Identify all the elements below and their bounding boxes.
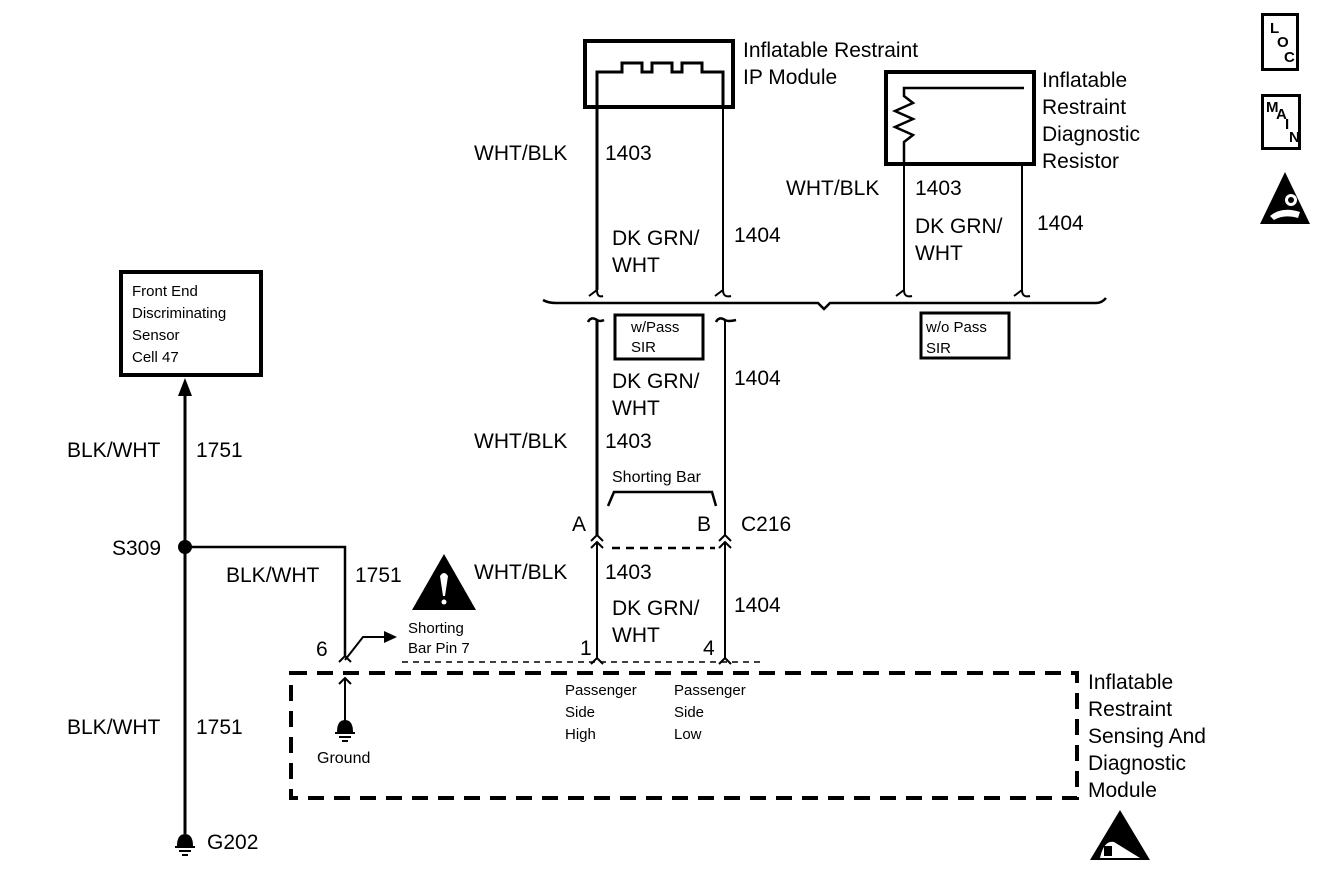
sdm-pin-4-label: 4 — [703, 637, 715, 660]
wire-circuit-ip-1404: 1404 — [734, 224, 781, 247]
sdm-pin-6-label: 6 — [316, 638, 328, 661]
without-pass-sir-label: w/o Pass SIR — [926, 319, 987, 357]
ground-label: Ground — [317, 750, 371, 767]
option-brace — [542, 297, 1107, 311]
c216-pin-a-label: A — [572, 513, 587, 536]
shorting-bar-bracket — [606, 490, 718, 507]
internal-ground-icon — [335, 720, 355, 742]
main-icon-letter-a: A — [1276, 106, 1287, 123]
resistor-symbol — [891, 86, 1024, 164]
shorting-bar-arrow-head — [384, 631, 397, 643]
c216-connector-label: C216 — [741, 513, 792, 536]
location-icon-letter-l: L — [1270, 20, 1280, 37]
main-icon-letter-n: N — [1289, 129, 1300, 146]
main-icon[interactable]: M A I N — [1261, 94, 1301, 150]
wire-circuit-sensor-lower: 1751 — [196, 716, 243, 739]
wire-color-low-1404: DK GRN/ WHT — [612, 597, 700, 647]
wire-circuit-sensor-upper: 1751 — [196, 439, 243, 462]
ground-g202-icon — [175, 834, 195, 856]
main-icon-letter-i: I — [1285, 116, 1290, 133]
without-pass-sir-box[interactable] — [919, 311, 1011, 360]
passenger-high-label: Passenger Side High — [565, 682, 637, 743]
with-pass-sir-box[interactable] — [613, 313, 705, 361]
ground-g202-label: G202 — [207, 831, 259, 854]
wire-color-sensor-upper: BLK/WHT — [67, 439, 161, 462]
wire-break-1404-ip — [714, 288, 732, 298]
wire-circuit-mid-1404: 1404 — [734, 367, 781, 390]
location-icon-letter-o: O — [1277, 34, 1289, 51]
front-sensor-box[interactable] — [119, 270, 263, 377]
ip-module-label: Inflatable Restraint IP Module — [743, 39, 919, 89]
wire-color-splice-branch: BLK/WHT — [226, 564, 320, 587]
main-icon-letter-m: M — [1266, 99, 1279, 116]
wire-circuit-ip-1403: 1403 — [605, 142, 652, 165]
c216-pin-b-label: B — [697, 513, 712, 536]
wire-color-low-1403: WHT/BLK — [474, 561, 568, 584]
diag-resistor-label: Inflatable Restraint Diagnostic Resistor — [1042, 69, 1141, 173]
wire-color-sensor-lower: BLK/WHT — [67, 716, 161, 739]
caution-icon — [412, 554, 476, 610]
wire-circuit-res-1403: 1403 — [915, 177, 962, 200]
passenger-low-label: Passenger Side Low — [674, 682, 746, 743]
shorting-bar-label: Shorting Bar — [612, 469, 701, 486]
sdm-pin-6-chevron — [338, 654, 352, 663]
with-pass-sir-label: w/Pass SIR — [631, 319, 680, 356]
front-sensor-label: Front End Discriminating Sensor Cell 47 — [132, 283, 227, 366]
airbag-warning-icon[interactable] — [1260, 172, 1310, 224]
ip-module-box[interactable] — [583, 39, 735, 109]
wire-color-res-1403: WHT/BLK — [786, 177, 880, 200]
ip-module-connector-symbol — [595, 61, 725, 107]
wire-circuit-low-1403: 1403 — [605, 561, 652, 584]
location-icon-letter-c: C — [1284, 49, 1295, 66]
sdm-pin-1-chevron — [590, 656, 604, 665]
wire-break-1404-res — [1013, 288, 1031, 298]
wire-color-mid-1403: WHT/BLK — [474, 430, 568, 453]
c216-pin-b-chevron — [718, 533, 732, 542]
wire-break-1403-res — [895, 288, 913, 298]
arrow-to-sensor — [178, 378, 192, 396]
splice-label: S309 — [112, 537, 162, 560]
wire-color-ip-1404: DK GRN/ WHT — [612, 227, 700, 277]
sdm-pin-1-label: 1 — [580, 637, 592, 660]
shorting-bar-pin-label: Shorting Bar Pin 7 — [408, 620, 470, 657]
c216-pin-a-chevron — [590, 533, 604, 542]
diag-resistor-box[interactable] — [884, 70, 1036, 166]
wire-1751-branch[interactable] — [185, 545, 347, 656]
shorting-bar-arrow-line — [344, 636, 386, 661]
wire-circuit-splice-branch: 1751 — [355, 564, 402, 587]
sdm-label: Inflatable Restraint Sensing And Diagnos… — [1088, 671, 1206, 802]
wire-color-mid-1404: DK GRN/ WHT — [612, 370, 700, 420]
wire-color-res-1404: DK GRN/ WHT — [915, 215, 1003, 265]
wire-circuit-res-1404: 1404 — [1037, 212, 1084, 235]
wire-break-1403-ip — [588, 288, 604, 298]
wire-color-ip-1403: WHT/BLK — [474, 142, 568, 165]
wire-circuit-mid-1403: 1403 — [605, 430, 652, 453]
sdm-box[interactable] — [289, 671, 1079, 800]
wire-circuit-low-1404: 1404 — [734, 594, 781, 617]
location-icon[interactable]: L O C — [1261, 13, 1299, 71]
esd-sensitive-icon — [1090, 810, 1150, 860]
sdm-pin-4-chevron — [718, 656, 732, 665]
